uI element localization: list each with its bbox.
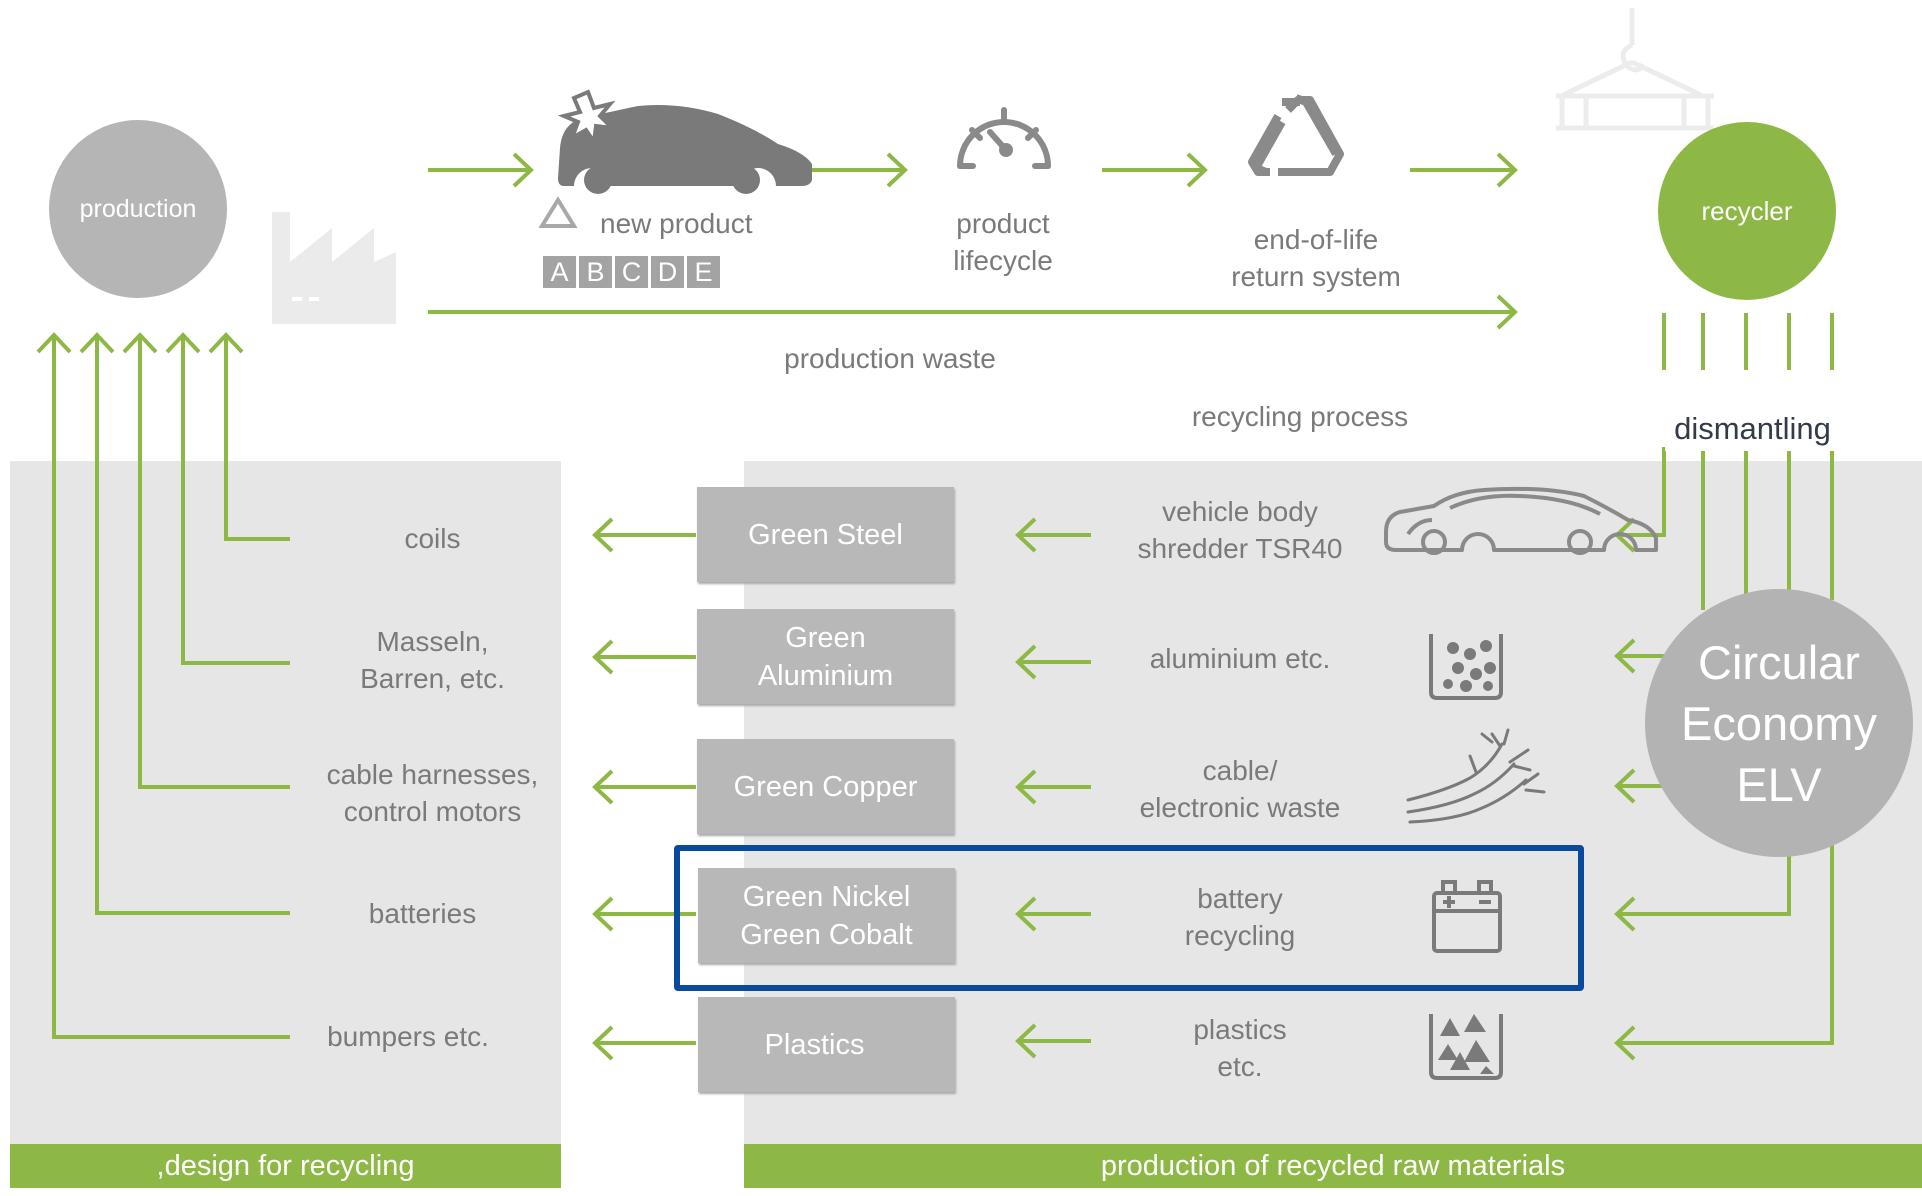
process-shredder: vehicle body shredder TSR40 [1137,496,1343,564]
return-line-bumpers [36,332,290,1039]
part-batteries: batteries [368,898,477,929]
arrow-copper-to-cables [592,769,696,805]
circular-economy-line-3: ELV [1736,757,1822,811]
production-circle: production [49,120,227,298]
recycling-process-label: recycling process [1191,401,1409,432]
rating-letter-b: B [579,256,612,288]
dismantling-label: dismantling [1665,407,1840,451]
design-panel [10,461,561,1146]
return-line-cables [122,332,290,789]
production-waste-label: production waste [784,343,996,374]
part-cable-harnesses: cable harnesses, control motors [326,759,539,827]
recycler-label: recycler [1701,195,1793,226]
production-label: production [79,194,197,223]
arrow-aluminium-to-green-aluminium [1015,644,1091,680]
return-line-masseln [165,332,290,665]
process-cable: cable/ electronic waste [1139,755,1341,823]
flow-arrow-4 [1410,152,1518,188]
part-masseln: Masseln, Barren, etc. [360,626,505,694]
arrow-aluminium-to-masseln [592,639,696,675]
end-of-life-label: end-of-life return system [1231,224,1401,292]
new-car-icon [557,89,812,194]
energy-rating-label: A B C D E [543,256,720,288]
material-green-aluminium: Green Aluminium [697,609,954,704]
plastic-shards-icon [1429,1014,1503,1080]
recycle-small-icon [538,196,578,228]
flow-arrow-1 [428,152,534,188]
production-waste-arrow [428,294,1518,330]
recycler-circle: recycler [1658,122,1836,300]
material-green-copper: Green Copper [697,739,954,834]
material-green-nickel-cobalt: Green Nickel Green Cobalt [698,868,955,963]
dismantling-to-cable [1614,768,1665,804]
arrow-battery-to-nickel [1015,896,1091,932]
rating-letter-a: A [543,256,576,288]
granules-container-icon [1429,634,1503,700]
flow-arrow-3 [1102,152,1208,188]
new-product-label: new product [600,208,753,239]
dismantling-to-aluminium [1614,447,1705,674]
part-coils: coils [404,523,461,554]
arrow-shredder-to-steel [1015,517,1091,553]
battery-row-highlight [674,845,1584,991]
flow-arrow-2 [802,152,908,188]
factory-icon [272,212,396,324]
dismantling-lines [1662,313,1834,370]
rating-letter-c: C [615,256,648,288]
recycled-raw-materials-band: production of recycled raw materials [744,1144,1922,1188]
return-line-batteries [79,332,290,915]
product-lifecycle-label: product lifecycle [953,208,1053,276]
process-battery: battery recycling [1184,883,1296,951]
rating-letter-d: D [651,256,684,288]
arrow-plastics-to-bumpers [592,1025,696,1061]
rating-letter-e: E [687,256,720,288]
cable-wires-icon [1406,728,1546,824]
design-for-recycling-band: ,design for recycling [10,1144,561,1188]
circular-economy-line-2: Economy [1681,696,1877,750]
arrow-cable-to-copper [1015,769,1091,805]
recycle-icon [1248,94,1344,176]
part-bumpers: bumpers etc. [327,1021,489,1052]
process-plastics: plastics etc. [1193,1014,1287,1082]
car-body-icon [1384,486,1658,555]
arrow-plastics-to-plastics [1015,1023,1091,1059]
circular-economy-line-1: Circular [1698,635,1860,689]
process-aluminium: aluminium etc. [1149,643,1331,674]
battery-icon [1432,880,1502,953]
crane-icon [1556,8,1714,131]
dismantling-to-battery [1614,850,1791,932]
arrow-steel-to-coils [592,517,696,553]
circular-economy-circle: Circular Economy ELV [1645,589,1913,857]
material-plastics: Plastics [698,997,955,1092]
dismantling-to-plastics [1614,840,1834,1061]
material-green-steel: Green Steel [697,487,954,582]
return-line-coils [208,332,290,541]
speedometer-icon [957,107,1051,169]
